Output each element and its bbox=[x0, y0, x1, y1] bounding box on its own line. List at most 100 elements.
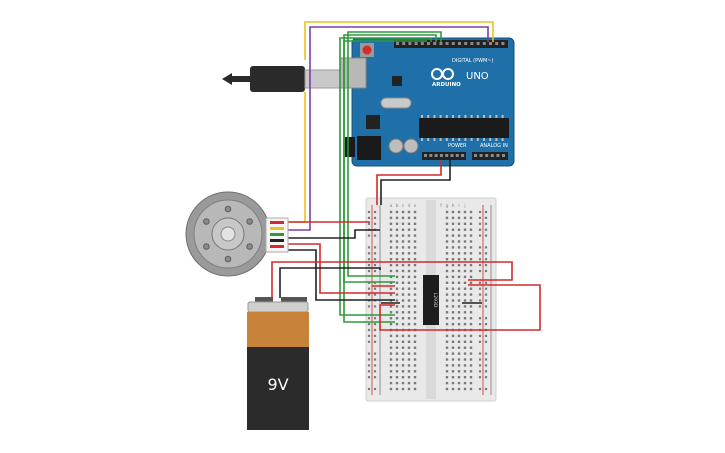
breadboard-hole bbox=[445, 269, 449, 273]
breadboard-hole bbox=[457, 322, 461, 326]
battery-icon[interactable]: 9V bbox=[247, 297, 309, 430]
breadboard-hole bbox=[457, 240, 461, 243]
breadboard-hole bbox=[413, 317, 417, 320]
breadboard-hole bbox=[395, 364, 399, 367]
usb-cable-icon[interactable] bbox=[222, 66, 341, 92]
rail-hole bbox=[484, 340, 488, 343]
wire-green-2 bbox=[343, 34, 437, 283]
breadboard-hole bbox=[401, 370, 405, 373]
breadboard-hole bbox=[389, 246, 393, 249]
breadboard-hole bbox=[413, 281, 417, 284]
digital-pin bbox=[427, 42, 430, 45]
atmega-pin bbox=[483, 138, 485, 141]
battery-top-band bbox=[247, 312, 309, 347]
rail-hole bbox=[373, 264, 377, 267]
breadboard-hole bbox=[463, 381, 467, 385]
rail-hole bbox=[367, 387, 371, 391]
rail-hole bbox=[484, 352, 488, 355]
breadboard-hole bbox=[413, 305, 417, 308]
breadboard-hole bbox=[407, 387, 411, 391]
breadboard-column-letter: c bbox=[402, 204, 405, 209]
breadboard-hole bbox=[457, 228, 461, 231]
usb-chip bbox=[392, 76, 402, 86]
breadboard-hole bbox=[395, 216, 399, 220]
breadboard-hole bbox=[401, 376, 405, 379]
rail-hole bbox=[367, 352, 371, 355]
rail-hole bbox=[373, 287, 377, 290]
breadboard-hole bbox=[445, 240, 449, 243]
power-header bbox=[422, 152, 466, 160]
rail-hole bbox=[373, 358, 377, 361]
chip-label: L293D bbox=[432, 293, 438, 308]
breadboard-hole bbox=[463, 299, 467, 302]
breadboard-hole bbox=[469, 370, 473, 373]
breadboard-hole bbox=[395, 258, 399, 261]
breadboard-hole bbox=[401, 346, 405, 349]
breadboard-hole bbox=[445, 311, 449, 314]
breadboard-hole bbox=[407, 228, 411, 231]
rail-hole bbox=[484, 269, 488, 273]
rail-hole bbox=[373, 364, 377, 367]
breadboard-hole bbox=[463, 322, 467, 326]
breadboard-hole bbox=[389, 263, 393, 267]
digital-header bbox=[394, 40, 508, 48]
rail-hole bbox=[478, 252, 482, 255]
breadboard-hole bbox=[407, 293, 411, 296]
breadboard-column-letter: e bbox=[414, 204, 417, 209]
rail-hole bbox=[484, 364, 488, 367]
rail-hole bbox=[484, 317, 488, 320]
motor-screw bbox=[246, 218, 253, 225]
breadboard-hole bbox=[457, 317, 461, 320]
breadboard-hole bbox=[445, 293, 449, 296]
breadboard-hole bbox=[457, 246, 461, 249]
breadboard-hole bbox=[457, 305, 461, 308]
digital-pin bbox=[470, 42, 474, 45]
atmega-pin bbox=[489, 115, 492, 118]
breadboard-hole bbox=[389, 376, 393, 379]
atmega-pin bbox=[439, 138, 442, 141]
breadboard-hole bbox=[451, 228, 455, 231]
rail-hole bbox=[484, 334, 488, 337]
breadboard-hole bbox=[469, 352, 473, 355]
breadboard-hole bbox=[451, 222, 455, 225]
wire-yellow-motor bbox=[285, 92, 306, 223]
analog-pin bbox=[496, 154, 500, 157]
capacitor-1 bbox=[388, 138, 404, 154]
power-pin bbox=[439, 154, 443, 157]
wire-motor-black bbox=[285, 229, 380, 239]
breadboard-hole bbox=[413, 299, 417, 302]
breadboard-hole bbox=[469, 376, 473, 379]
breadboard-hole bbox=[407, 234, 411, 237]
motor-driver-chip[interactable]: L293D bbox=[423, 275, 439, 325]
breadboard-column-letter: b bbox=[396, 203, 399, 209]
rail-hole bbox=[367, 234, 371, 237]
breadboard-hole bbox=[413, 252, 417, 255]
breadboard-hole bbox=[395, 240, 399, 243]
breadboard-hole bbox=[463, 376, 467, 379]
rail-hole bbox=[373, 293, 377, 296]
breadboard-hole bbox=[469, 210, 473, 214]
motor-screw bbox=[246, 243, 253, 250]
usb-cable-tail bbox=[222, 73, 232, 85]
analog-header bbox=[472, 152, 508, 160]
breadboard-hole bbox=[469, 346, 473, 349]
breadboard-hole bbox=[463, 222, 467, 225]
reset-button-icon[interactable] bbox=[362, 45, 372, 55]
digital-pin bbox=[489, 42, 492, 45]
atmega-pin bbox=[501, 138, 504, 141]
breadboard-hole bbox=[401, 240, 405, 243]
arduino-uno-board[interactable]: DIGITAL (PWM~) UNO ARDUINO POWER ANALOG … bbox=[339, 37, 515, 167]
breadboard-hole bbox=[445, 358, 449, 361]
power-pin bbox=[455, 154, 459, 157]
breadboard-hole bbox=[413, 358, 417, 361]
rail-hole bbox=[373, 334, 377, 337]
rail-hole bbox=[484, 252, 488, 255]
breadboard-hole bbox=[445, 210, 449, 214]
motor-screw bbox=[203, 243, 210, 250]
rail-hole bbox=[373, 328, 377, 332]
breadboard-hole bbox=[451, 293, 455, 296]
rail-hole bbox=[373, 305, 377, 308]
breadboard-column-letter: a bbox=[390, 204, 393, 209]
dc-motor-icon[interactable] bbox=[185, 191, 289, 277]
power-pin bbox=[429, 154, 433, 157]
